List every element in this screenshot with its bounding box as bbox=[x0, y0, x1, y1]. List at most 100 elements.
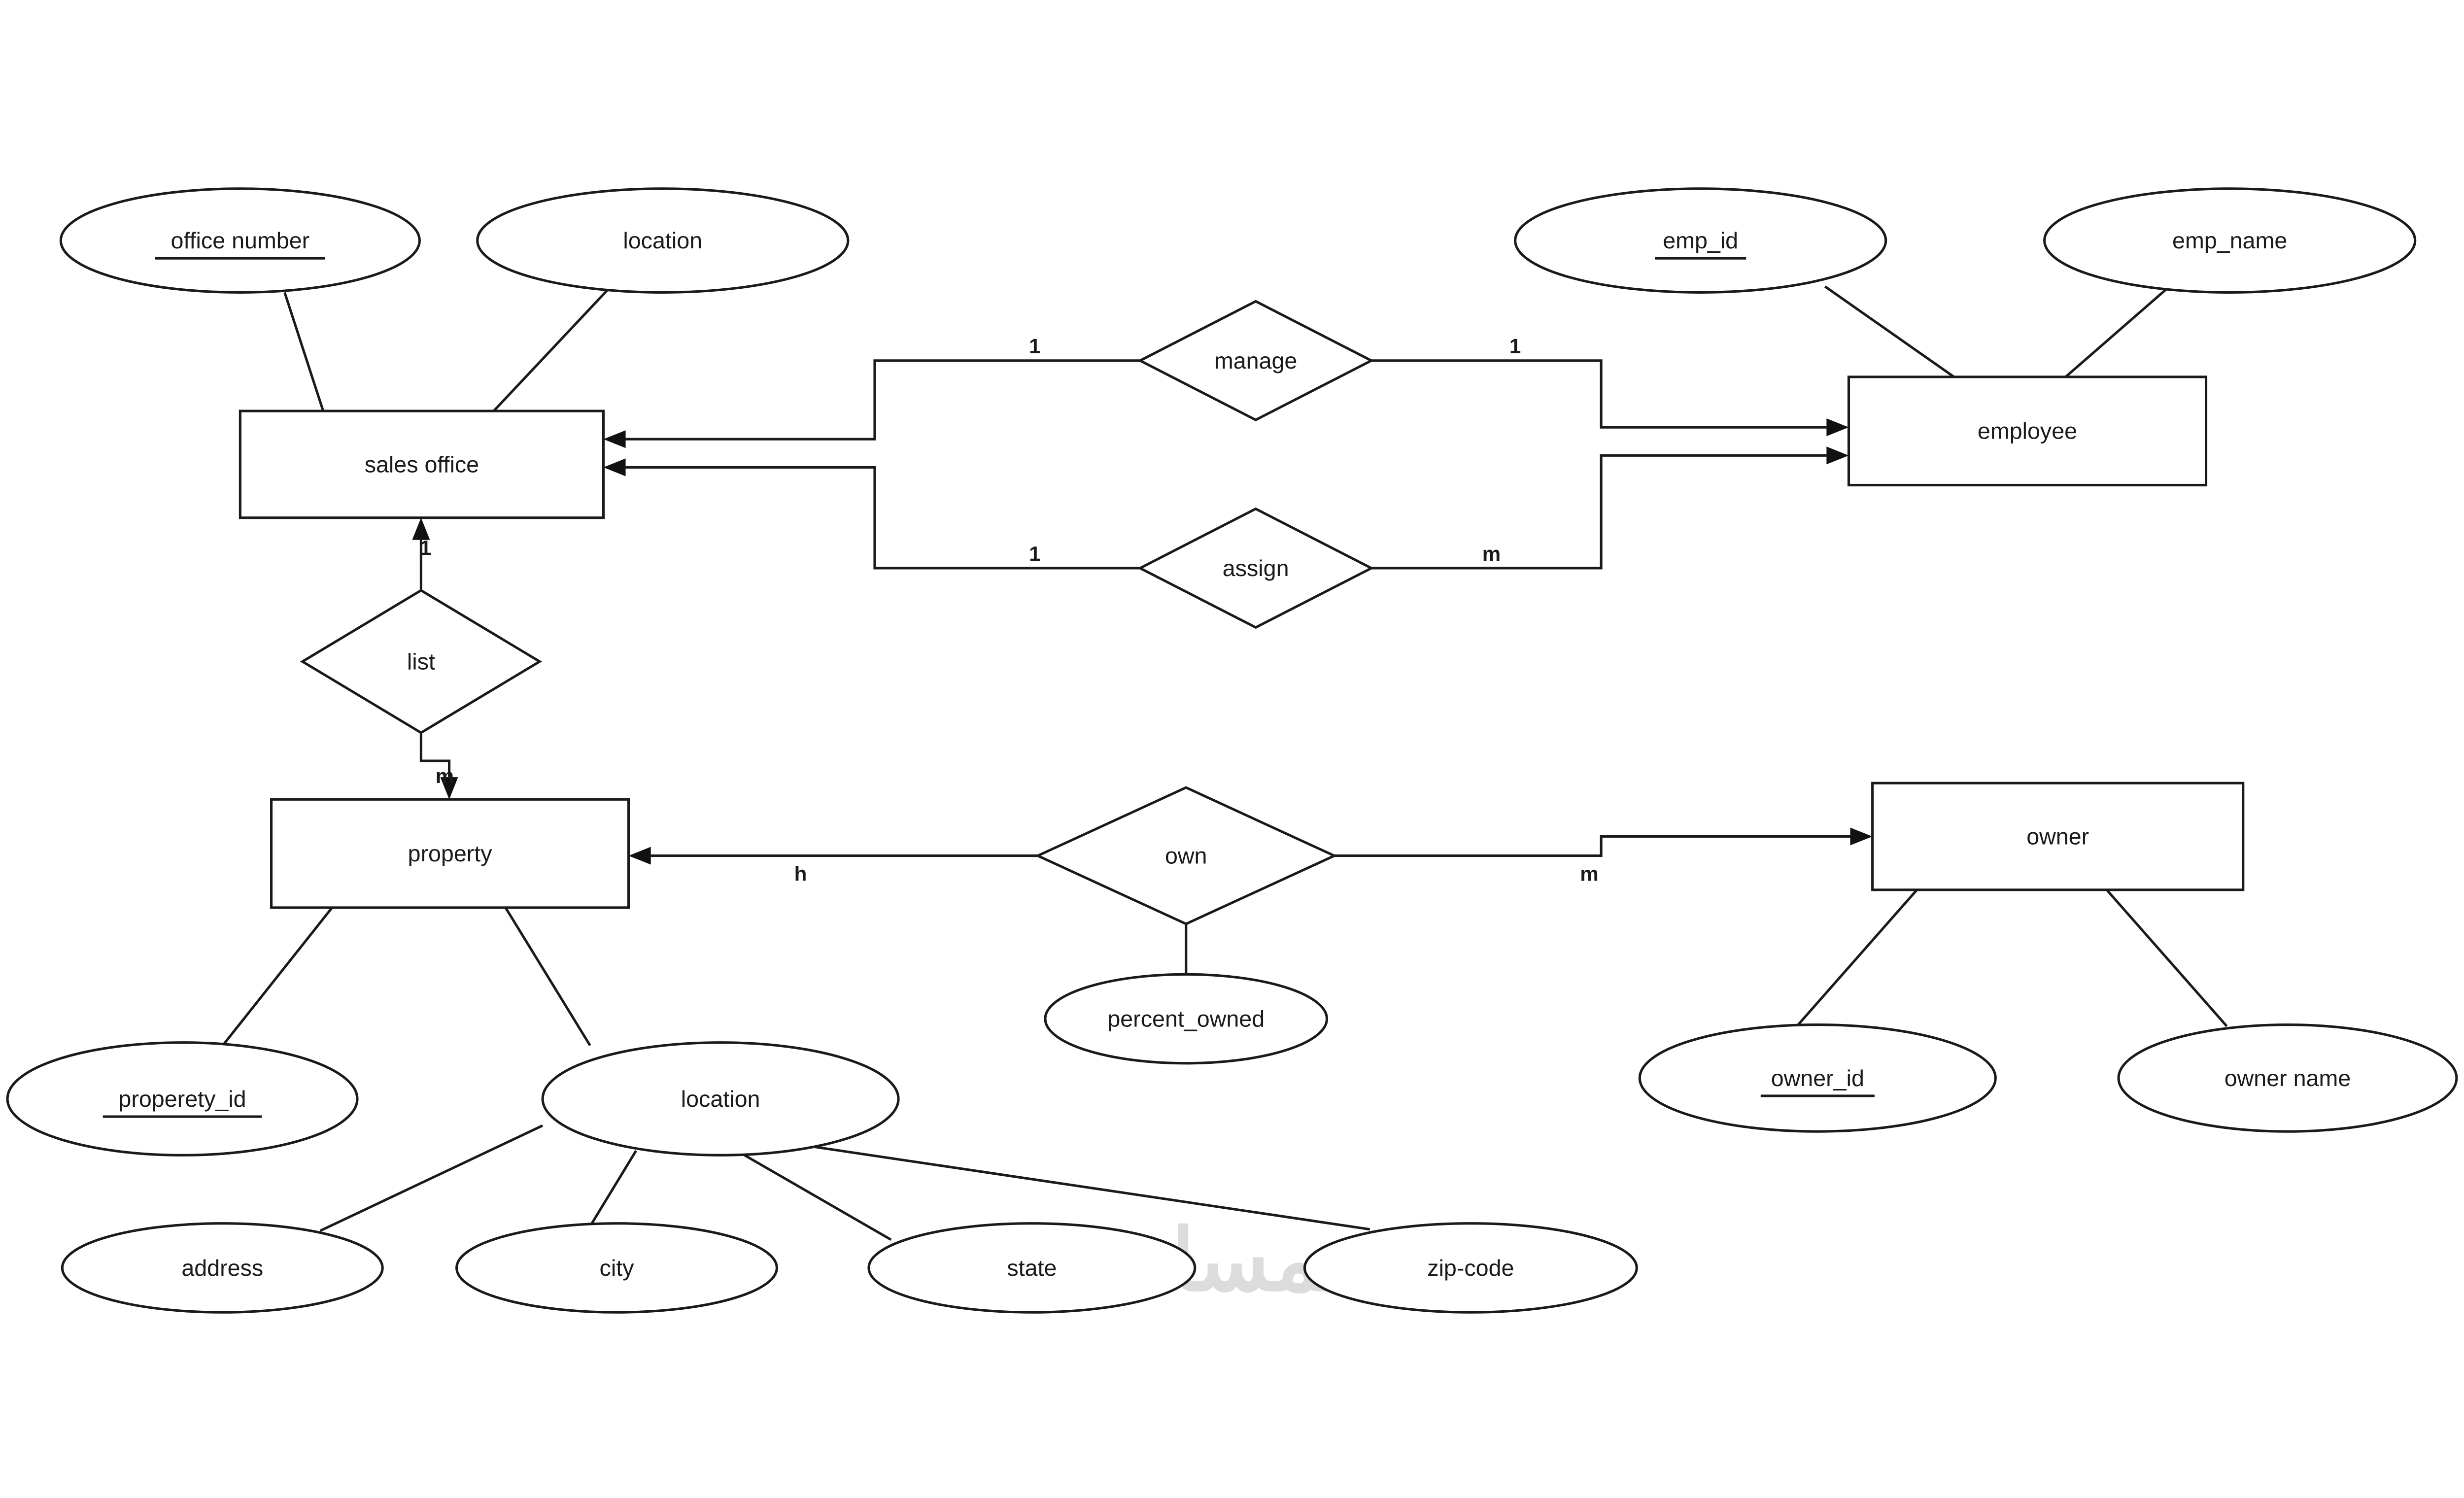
connector-property--location bbox=[504, 907, 591, 1047]
attribute-properety-id: properety_id bbox=[6, 1041, 359, 1157]
attribute-ellipse-state bbox=[867, 1222, 1197, 1314]
relationship-label-list: list bbox=[407, 649, 435, 675]
attribute-office-number: office number bbox=[59, 187, 421, 294]
connector-line-location--zip-code bbox=[800, 1143, 1370, 1231]
attribute-ellipse-percent-owned bbox=[1044, 973, 1329, 1065]
attribute-emp-name: emp_name bbox=[2043, 187, 2417, 294]
connector-manage--employee bbox=[1367, 359, 1849, 437]
attribute-label-owner-name: owner name bbox=[2224, 1065, 2351, 1091]
relationship-label-assign: assign bbox=[1223, 555, 1289, 581]
relationship-label-manage: manage bbox=[1214, 348, 1298, 374]
entity-box-employee bbox=[1847, 375, 2208, 487]
connector-own--property bbox=[628, 847, 1038, 865]
attribute-location-top: location bbox=[476, 187, 850, 294]
arrowhead-list--sales-office bbox=[412, 517, 430, 540]
attribute-label-location-bottom: location bbox=[681, 1086, 760, 1112]
cardinality-label-assign-sales-office-1: 1 bbox=[1029, 542, 1040, 565]
connector-line-office-number--sales-office bbox=[283, 292, 325, 411]
connector-emp-id--employee bbox=[1824, 285, 1955, 378]
attribute-label-address: address bbox=[181, 1255, 263, 1281]
connector-list--property bbox=[419, 732, 458, 800]
cardinality-label-own-property-h: h bbox=[794, 862, 807, 885]
attribute-label-owner-id: owner_id bbox=[1771, 1065, 1864, 1091]
attribute-owner-name: owner name bbox=[2117, 1023, 2458, 1133]
entity-box-property bbox=[270, 798, 630, 909]
cardinality-label-list-property-m: m bbox=[436, 764, 454, 787]
connector-line-own--owner bbox=[1334, 835, 1850, 857]
attribute-ellipse-owner-name bbox=[2117, 1023, 2458, 1133]
cardinality-label-assign-employee-m: m bbox=[1482, 542, 1501, 565]
entity-owner: owner bbox=[1871, 782, 2245, 891]
attribute-label-location-top: location bbox=[623, 228, 702, 253]
connector-manage--sales-office bbox=[603, 359, 1145, 448]
entity-label-owner: owner bbox=[2026, 823, 2089, 849]
relationship-diamond-manage bbox=[1137, 300, 1374, 422]
connector-line-location--state bbox=[736, 1150, 892, 1241]
entity-label-employee: employee bbox=[1978, 418, 2077, 444]
entity-box-owner bbox=[1871, 782, 2245, 891]
connector-owner--owner-name bbox=[2106, 889, 2228, 1027]
arrowhead-assign--employee bbox=[1826, 446, 1849, 465]
entity-sales-office: sales office bbox=[239, 409, 605, 519]
attribute-ellipse-office-number bbox=[59, 187, 421, 294]
attribute-city: city bbox=[455, 1222, 778, 1314]
connector-assign--employee bbox=[1367, 446, 1849, 570]
attribute-label-emp-id: emp_id bbox=[1663, 228, 1738, 253]
entity-box-sales-office bbox=[239, 409, 605, 519]
connector-line-owner--owner-id bbox=[1796, 889, 1918, 1027]
attribute-label-zip-code: zip-code bbox=[1427, 1255, 1514, 1281]
attribute-label-properety-id: properety_id bbox=[118, 1086, 246, 1112]
connector-location--state bbox=[736, 1150, 892, 1241]
relationship-own: own bbox=[1034, 786, 1337, 925]
connector-emp-name--employee bbox=[2061, 288, 2167, 381]
cardinality-label-manage-sales-office-1: 1 bbox=[1029, 335, 1040, 358]
arrowhead-manage--sales-office bbox=[603, 430, 626, 448]
connector-own--owner bbox=[1334, 827, 1873, 857]
connector-line-assign--employee bbox=[1367, 454, 1827, 570]
attribute-label-office-number: office number bbox=[171, 228, 310, 253]
cardinality-label-list-sales-office-1: 1 bbox=[420, 536, 431, 559]
connector-location--sales-office bbox=[492, 285, 612, 412]
attribute-label-city: city bbox=[600, 1255, 635, 1281]
connector-assign--sales-office bbox=[603, 458, 1145, 570]
connector-office-number--sales-office bbox=[283, 292, 325, 411]
connector-location--city bbox=[589, 1150, 637, 1227]
entity-employee: employee bbox=[1847, 375, 2208, 487]
connector-line-manage--sales-office bbox=[625, 359, 1145, 441]
connector-list--sales-office bbox=[412, 517, 430, 591]
attribute-ellipse-location-top bbox=[476, 187, 850, 294]
attribute-ellipse-zip-code bbox=[1303, 1222, 1638, 1314]
attribute-ellipse-owner-id bbox=[1638, 1023, 1997, 1133]
connector-location--zip-code bbox=[800, 1143, 1370, 1231]
relationship-list: list bbox=[300, 589, 543, 734]
attribute-percent-owned: percent_owned bbox=[1044, 973, 1329, 1065]
relationship-diamond-list bbox=[300, 589, 543, 734]
relationship-label-own: own bbox=[1165, 843, 1207, 869]
attribute-ellipse-address bbox=[61, 1222, 384, 1314]
attribute-label-state: state bbox=[1007, 1255, 1057, 1281]
connector-line-owner--owner-name bbox=[2106, 889, 2228, 1027]
connector-line-assign--sales-office bbox=[625, 466, 1145, 570]
connector-line-location--city bbox=[589, 1150, 637, 1227]
arrowhead-own--owner bbox=[1850, 827, 1873, 846]
connector-line-property--location bbox=[504, 907, 591, 1047]
connector-line-property--properety-id bbox=[223, 907, 333, 1045]
attribute-ellipse-city bbox=[455, 1222, 778, 1314]
attribute-zip-code: zip-code bbox=[1303, 1222, 1638, 1314]
arrowhead-list--property bbox=[440, 777, 458, 800]
connector-property--properety-id bbox=[223, 907, 333, 1045]
cardinality-label-manage-employee-1: 1 bbox=[1509, 335, 1521, 358]
connector-owner--owner-id bbox=[1796, 889, 1918, 1027]
relationship-manage: manage bbox=[1137, 300, 1374, 422]
cardinality-label-own-owner-m: m bbox=[1580, 862, 1598, 885]
attribute-emp-id: emp_id bbox=[1514, 187, 1887, 294]
attribute-label-emp-name: emp_name bbox=[2172, 228, 2287, 253]
connector-line-location--address bbox=[319, 1124, 544, 1232]
connector-line-emp-id--employee bbox=[1824, 285, 1955, 378]
attribute-ellipse-emp-id bbox=[1514, 187, 1887, 294]
relationship-assign: assign bbox=[1137, 507, 1374, 629]
attribute-label-percent-owned: percent_owned bbox=[1107, 1006, 1265, 1032]
connector-line-list--property bbox=[419, 732, 451, 778]
